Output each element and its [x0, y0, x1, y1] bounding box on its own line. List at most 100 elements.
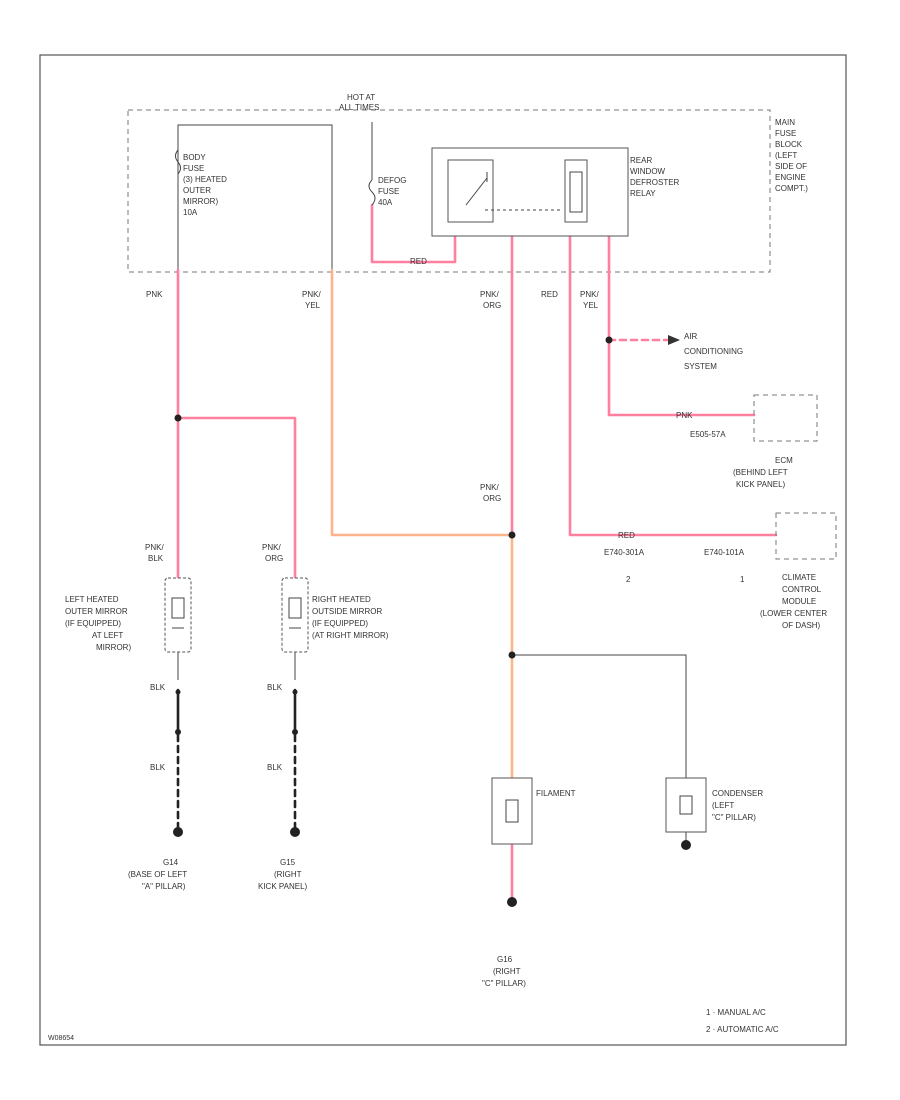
condenser-box — [665, 777, 707, 833]
label-line: RELAY — [630, 189, 656, 198]
label-line: G14 — [163, 858, 179, 867]
ecm-box — [753, 394, 818, 442]
label-line: OUTER — [183, 186, 211, 195]
connector-node — [175, 689, 181, 695]
splice-nodes — [174, 336, 613, 735]
wire-label-pnk-org-3: PNK/ — [480, 483, 499, 492]
relay-label: REAR WINDOW DEFROSTER RELAY — [630, 156, 680, 198]
wire-label-pnk-blk-1: PNK/ — [145, 543, 164, 552]
pin-1-label: 1 — [740, 575, 745, 584]
hot-label-2: ALL TIMES — [339, 103, 379, 112]
wire-pnk-yel — [330, 268, 514, 537]
label-line: REAR — [630, 156, 652, 165]
wire-label-red-relay: RED — [541, 290, 558, 299]
label-line: OF DASH) — [782, 621, 821, 630]
ac-arrow-icon — [668, 335, 680, 345]
label-line: G16 — [497, 955, 513, 964]
label-line: (AT RIGHT MIRROR) — [312, 631, 389, 640]
labels: HOT AT ALL TIMES MAIN FUSE BLOCK (LEFT S… — [48, 93, 827, 1042]
label-line: MAIN — [775, 118, 795, 127]
label-line: (IF EQUIPPED) — [312, 619, 368, 628]
connector-node — [292, 729, 298, 735]
wire-label-red-ccm: RED — [618, 531, 635, 540]
connector-node — [175, 729, 181, 735]
wire-label-pnk-org-6: ORG — [265, 554, 283, 563]
ccm-label: CLIMATE CONTROL MODULE (LOWER CENTER OF … — [760, 573, 827, 630]
ground-g14-icon — [173, 827, 183, 837]
label-line: AT LEFT — [92, 631, 123, 640]
connector-node — [292, 689, 298, 695]
label-line: MIRROR) — [96, 643, 131, 652]
right-mirror-label: RIGHT HEATED OUTSIDE MIRROR (IF EQUIPPED… — [312, 595, 389, 640]
hot-label: HOT AT — [347, 93, 375, 102]
relay-coil — [569, 171, 583, 213]
label-line: KICK PANEL) — [258, 882, 308, 891]
wire-red-ccm — [568, 232, 778, 537]
splice-node — [508, 531, 516, 539]
relay-coil-box — [564, 159, 588, 223]
label-line: (BEHIND LEFT — [733, 468, 788, 477]
filament-element — [505, 799, 519, 823]
label-line: (IF EQUIPPED) — [65, 619, 121, 628]
label-line: (RIGHT — [274, 870, 302, 879]
ground-g16-label: G16 (RIGHT "C" PILLAR) — [482, 955, 526, 988]
label-line: (LEFT — [775, 151, 797, 160]
condenser-label: CONDENSER (LEFT "C" PILLAR) — [712, 789, 763, 822]
label-line: "C" PILLAR) — [712, 813, 756, 822]
wire-condenser — [512, 654, 687, 785]
wire-label-pnk-yel-1: PNK/ — [302, 290, 321, 299]
diagram-border — [39, 54, 847, 1046]
legend-automatic: 2 · AUTOMATIC A/C — [706, 1025, 779, 1034]
wire-label-pnk-yel-3: PNK/ — [580, 290, 599, 299]
ccm-connector-b-label: E740-101A — [704, 548, 745, 557]
ground-g14-label: G14 (BASE OF LEFT "A" PILLAR) — [128, 858, 187, 891]
label-line: G15 — [280, 858, 296, 867]
label-line: DEFOG — [378, 176, 406, 185]
label-line: DEFROSTER — [630, 178, 680, 187]
label-line: 10A — [183, 208, 198, 217]
label-line: 40A — [378, 198, 393, 207]
splice-node — [174, 414, 182, 422]
ground-g15-label: G15 (RIGHT KICK PANEL) — [258, 858, 308, 891]
wire-label-pnk-org-2: ORG — [483, 301, 501, 310]
body-fuse-label: BODY FUSE (3) HEATED OUTER MIRROR) 10A — [183, 153, 227, 217]
condenser-element — [679, 795, 693, 815]
ac-system-label: AIR CONDITIONING SYSTEM — [684, 332, 743, 371]
filament-label: FILAMENT — [536, 789, 576, 798]
wire-label-red-defog: RED — [410, 257, 427, 266]
left-mirror-element — [171, 597, 185, 629]
label-line: WINDOW — [630, 167, 666, 176]
right-mirror-heater — [281, 577, 309, 653]
label-line: SIDE OF — [775, 162, 807, 171]
defog-fuse-label: DEFOG FUSE 40A — [378, 176, 406, 207]
wire-label-pnk-yel-2: YEL — [305, 301, 321, 310]
ccm-connector-a-label: E740-301A — [604, 548, 645, 557]
left-mirror-label: LEFT HEATED OUTER MIRROR (IF EQUIPPED) A… — [65, 595, 131, 652]
label-line: (LEFT — [712, 801, 734, 810]
main-fuse-block-label: MAIN FUSE BLOCK (LEFT SIDE OF ENGINE COM… — [775, 118, 808, 193]
wire-pnk-yel-ecm — [607, 232, 756, 417]
relay-switch-contact — [465, 172, 488, 206]
filament-box — [491, 777, 533, 845]
label-line: SYSTEM — [684, 362, 717, 371]
ccm-box — [775, 512, 837, 560]
label-line: (RIGHT — [493, 967, 521, 976]
ground-condenser-icon — [681, 840, 691, 850]
label-line: "A" PILLAR) — [142, 882, 186, 891]
ground-g15-icon — [290, 827, 300, 837]
wire-label-pnk-yel-4: YEL — [583, 301, 599, 310]
label-line: BODY — [183, 153, 206, 162]
defog-fuse-symbol — [368, 179, 376, 206]
wire-label-blk-3: BLK — [267, 683, 283, 692]
splice-node — [508, 651, 516, 659]
label-line: MIRROR) — [183, 197, 218, 206]
label-line: KICK PANEL) — [736, 480, 786, 489]
label-line: OUTSIDE MIRROR — [312, 607, 382, 616]
relay-switch-box — [447, 159, 494, 223]
ecm-connector-label: E505-57A — [690, 430, 726, 439]
label-line: LEFT HEATED — [65, 595, 119, 604]
wire-label-pnk: PNK — [146, 290, 163, 299]
wire-label-pnk-org-1: PNK/ — [480, 290, 499, 299]
main-fuse-block-outline — [127, 109, 771, 273]
wire-label-pnk-org-4: ORG — [483, 494, 501, 503]
